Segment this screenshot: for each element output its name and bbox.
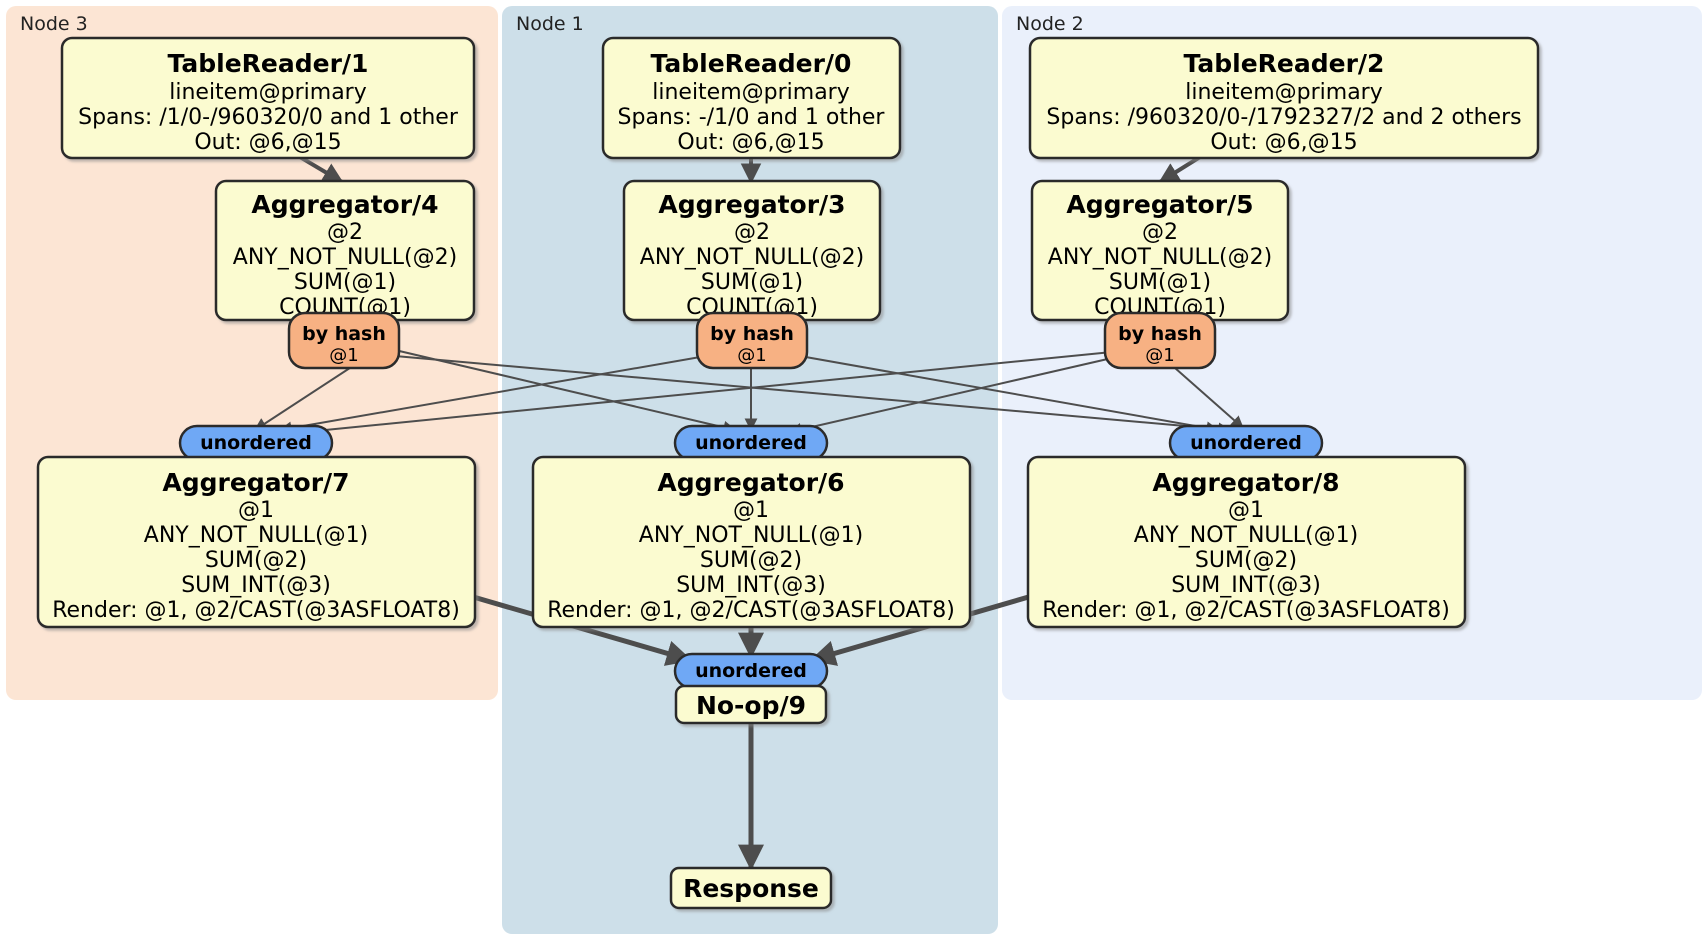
processor-aggregator-7[interactable]: Aggregator/7 @1 ANY_NOT_NULL(@1) SUM(@2)…	[36, 455, 477, 629]
processor-detail-line: ANY_NOT_NULL(@1)	[144, 523, 368, 548]
router-label: by hash	[1118, 323, 1202, 345]
processor-detail-line: @1	[238, 498, 274, 523]
edge-hashC-unoL	[278, 355, 707, 435]
processor-detail-line: SUM(@2)	[205, 548, 307, 573]
processor-title: Aggregator/3	[658, 190, 845, 219]
synchronizer-label: unordered	[695, 660, 807, 682]
processor-title: No-op/9	[696, 691, 806, 720]
processor-detail-line: ANY_NOT_NULL(@1)	[639, 523, 863, 548]
processor-detail-line: lineitem@primary	[169, 80, 367, 105]
processor-aggregator-6[interactable]: Aggregator/6 @1 ANY_NOT_NULL(@1) SUM(@2)…	[531, 455, 972, 629]
processor-detail-line: SUM(@2)	[1195, 548, 1297, 573]
processor-title: Aggregator/4	[251, 190, 438, 219]
processor-title: Aggregator/6	[657, 468, 844, 497]
router-by-hash-left[interactable]: by hash @1	[287, 311, 401, 370]
processor-detail-line: @1	[1228, 498, 1264, 523]
edge-hashL-unoR	[394, 355, 1232, 436]
processor-aggregator-3[interactable]: Aggregator/3 @2 ANY_NOT_NULL(@2) SUM(@1)…	[622, 179, 882, 322]
processor-render-line: Render: @1, @2/CAST(@3ASFLOAT8)	[52, 598, 460, 623]
processor-title: Aggregator/5	[1066, 190, 1253, 219]
processor-detail-line: @2	[734, 220, 770, 245]
processor-title: TableReader/0	[651, 49, 852, 78]
router-by-hash-center[interactable]: by hash @1	[695, 311, 809, 370]
edges-hash-to-unordered	[253, 349, 1244, 438]
processor-detail-line: SUM(@2)	[700, 548, 802, 573]
processor-detail-line: SUM_INT(@3)	[676, 573, 826, 598]
processor-detail-line: @2	[1142, 220, 1178, 245]
processor-detail-line: Out: @6,@15	[1210, 130, 1357, 155]
router-column: @1	[737, 345, 766, 366]
edges-reader-to-aggregator	[298, 155, 1202, 185]
processor-render-line: Render: @1, @2/CAST(@3ASFLOAT8)	[1042, 598, 1450, 623]
synchronizer-label: unordered	[1190, 432, 1302, 454]
edge-hashL-unoC	[394, 349, 737, 434]
processor-detail-line: SUM_INT(@3)	[181, 573, 331, 598]
processor-detail-line: ANY_NOT_NULL(@2)	[1048, 245, 1272, 270]
processor-detail-line: SUM(@1)	[701, 270, 803, 295]
processor-title: TableReader/2	[1184, 49, 1385, 78]
processor-detail-line: Spans: /1/0-/960320/0 and 1 other	[78, 105, 459, 130]
router-label: by hash	[710, 323, 794, 345]
node-panel-label-node2: Node 2	[1016, 13, 1084, 35]
node-panel-label-node3: Node 3	[20, 13, 88, 35]
processor-detail-line: ANY_NOT_NULL(@2)	[233, 245, 457, 270]
edge-tr2-agg5	[1158, 155, 1202, 184]
processor-title: Response	[683, 874, 819, 903]
edge-hashR-unoL	[303, 351, 1113, 438]
node-panel-label-node1: Node 1	[516, 13, 584, 35]
processor-detail-line: Out: @6,@15	[194, 130, 341, 155]
processor-render-line: Render: @1, @2/CAST(@3ASFLOAT8)	[547, 598, 955, 623]
processor-table-reader-1[interactable]: TableReader/1 lineitem@primary Spans: /1…	[60, 36, 476, 160]
processor-detail-line: Spans: -/1/0 and 1 other	[618, 105, 886, 130]
edge-hashL-unoL	[253, 363, 357, 431]
synchronizer-label: unordered	[695, 432, 807, 454]
edge-hashC-unoR	[799, 355, 1220, 435]
edge-hashR-unoR	[1174, 367, 1244, 429]
processor-detail-line: lineitem@primary	[652, 80, 850, 105]
processor-detail-line: Out: @6,@15	[677, 130, 824, 155]
processor-table-reader-2[interactable]: TableReader/2 lineitem@primary Spans: /9…	[1028, 36, 1540, 160]
processor-title: TableReader/1	[168, 49, 369, 78]
router-column: @1	[329, 345, 358, 366]
processor-title: Aggregator/8	[1152, 468, 1339, 497]
processor-table-reader-0[interactable]: TableReader/0 lineitem@primary Spans: -/…	[601, 36, 902, 160]
processor-noop-9[interactable]: No-op/9	[674, 684, 828, 725]
processor-detail-line: @1	[733, 498, 769, 523]
processor-aggregator-5[interactable]: Aggregator/5 @2 ANY_NOT_NULL(@2) SUM(@1)…	[1030, 179, 1290, 322]
processor-detail-line: ANY_NOT_NULL(@1)	[1134, 523, 1358, 548]
router-label: by hash	[302, 323, 386, 345]
router-by-hash-right[interactable]: by hash @1	[1103, 311, 1217, 370]
synchronizer-unordered-right[interactable]: unordered	[1168, 424, 1324, 462]
edge-hashR-unoC	[788, 357, 1113, 436]
processor-detail-line: SUM(@1)	[1109, 270, 1211, 295]
processor-detail-line: @2	[327, 220, 363, 245]
processor-aggregator-8[interactable]: Aggregator/8 @1 ANY_NOT_NULL(@1) SUM(@2)…	[1026, 455, 1467, 629]
processor-aggregator-4[interactable]: Aggregator/4 @2 ANY_NOT_NULL(@2) SUM(@1)…	[214, 179, 476, 322]
synchronizer-label: unordered	[200, 432, 312, 454]
synchronizer-unordered-left[interactable]: unordered	[178, 424, 334, 462]
processor-title: Aggregator/7	[162, 468, 349, 497]
processor-detail-line: lineitem@primary	[1185, 80, 1383, 105]
processor-detail-line: SUM(@1)	[294, 270, 396, 295]
synchronizer-unordered-final[interactable]: unordered	[673, 652, 829, 690]
edge-tr1-agg4	[298, 155, 344, 184]
processor-response[interactable]: Response	[669, 866, 833, 910]
synchronizer-unordered-center[interactable]: unordered	[673, 424, 829, 462]
processor-detail-line: ANY_NOT_NULL(@2)	[640, 245, 864, 270]
router-column: @1	[1145, 345, 1174, 366]
processor-detail-line: SUM_INT(@3)	[1171, 573, 1321, 598]
processor-detail-line: Spans: /960320/0-/1792327/2 and 2 others	[1046, 105, 1521, 130]
